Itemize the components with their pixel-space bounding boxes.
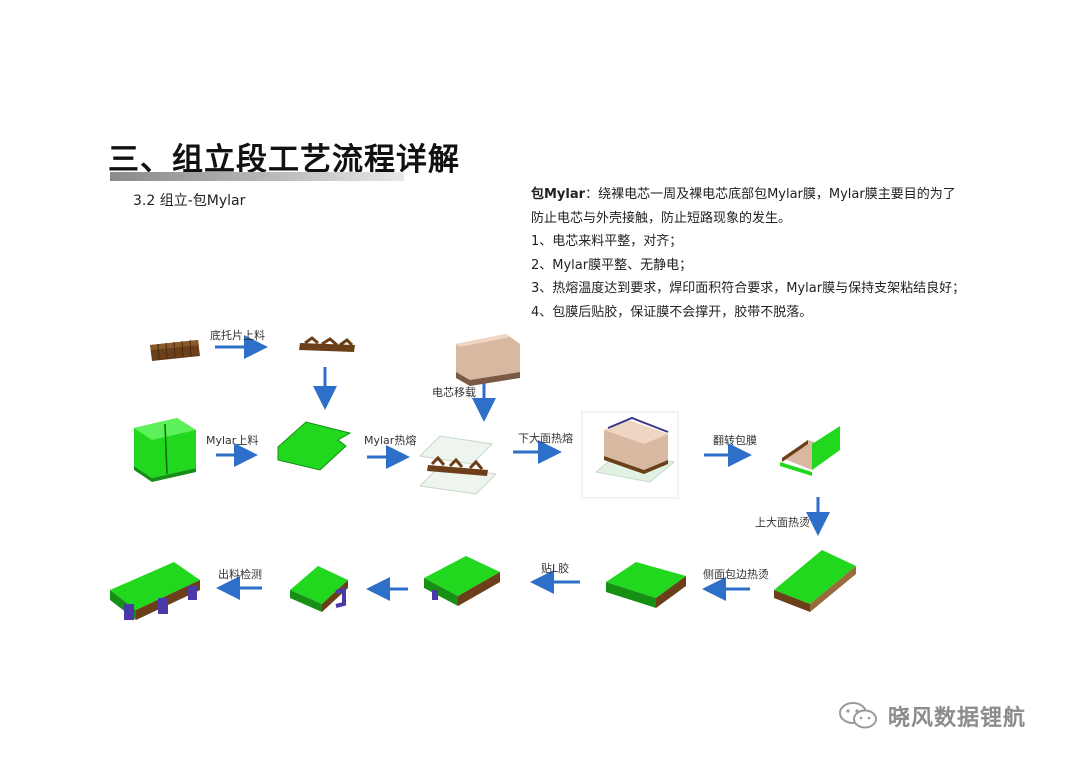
l-tape-part — [424, 556, 500, 606]
requirement-item-4: 4、包膜后贴胶，保证膜不会撑开，胶带不脱落。 — [531, 304, 813, 320]
mylar-roll-part — [134, 418, 196, 482]
mylar-hot-melt-part — [418, 435, 498, 495]
final-cell-part — [110, 562, 200, 620]
account-name: 晓风数据锂航 — [888, 706, 1027, 731]
mylar-sheet-part — [277, 421, 352, 471]
account-watermark: 晓风数据锂航 — [838, 700, 1026, 732]
bottom-tray-part — [150, 339, 200, 361]
description-lead-rest: ：绕裸电芯一周及裸电芯底部包Mylar膜，Mylar膜主要目的为了 — [585, 187, 956, 202]
thin-tray-part — [299, 336, 355, 352]
label-flip-wrap: 翻转包膜 — [713, 434, 757, 447]
label-side-edge-hot-iron: 侧面包边热烫 — [703, 568, 769, 581]
flow-arrows — [215, 335, 830, 601]
label-apply-l-tape: 贴L胶 — [541, 562, 570, 575]
label-mylar-hot-melt: Mylar热熔 — [364, 434, 417, 447]
section-subtitle: 3.2 组立-包Mylar — [133, 193, 246, 209]
side-edge-hot-iron-part — [606, 562, 686, 608]
description-line-2: 防止电芯与外壳接触，防止短路现象的发生。 — [531, 210, 792, 226]
wechat-icon — [839, 702, 877, 729]
pre-inspect-part — [290, 566, 348, 612]
description-lead: 包Mylar — [531, 187, 586, 202]
title-underline — [110, 172, 404, 181]
label-unload-inspect: 出料检测 — [218, 568, 262, 581]
requirement-item-2: 2、Mylar膜平整、无静电； — [531, 257, 693, 273]
description-block: 包Mylar：绕裸电芯一周及裸电芯底部包Mylar膜，Mylar膜主要目的为了 … — [531, 183, 991, 324]
label-lower-face-hot-melt: 下大面热熔 — [518, 432, 573, 445]
requirement-item-1: 1、电芯来料平整，对齐； — [531, 234, 683, 249]
description-line-1: 包Mylar：绕裸电芯一周及裸电芯底部包Mylar膜，Mylar膜主要目的为了 — [531, 183, 991, 207]
label-upper-face-hot-iron: 上大面热烫 — [755, 516, 810, 529]
label-cell-transfer: 电芯移载 — [432, 386, 476, 399]
label-bottom-tray-loading: 底托片上料 — [210, 329, 265, 342]
lower-face-hot-melt-part — [581, 411, 679, 499]
requirement-item-3: 3、热熔温度达到要求，焊印面积符合要求，Mylar膜与保持支架粘结良好； — [531, 281, 966, 296]
flip-wrap-part — [780, 426, 840, 476]
upper-face-hot-iron-part — [774, 550, 856, 612]
battery-cell-part — [456, 334, 520, 386]
label-mylar-loading: Mylar上料 — [206, 434, 259, 447]
